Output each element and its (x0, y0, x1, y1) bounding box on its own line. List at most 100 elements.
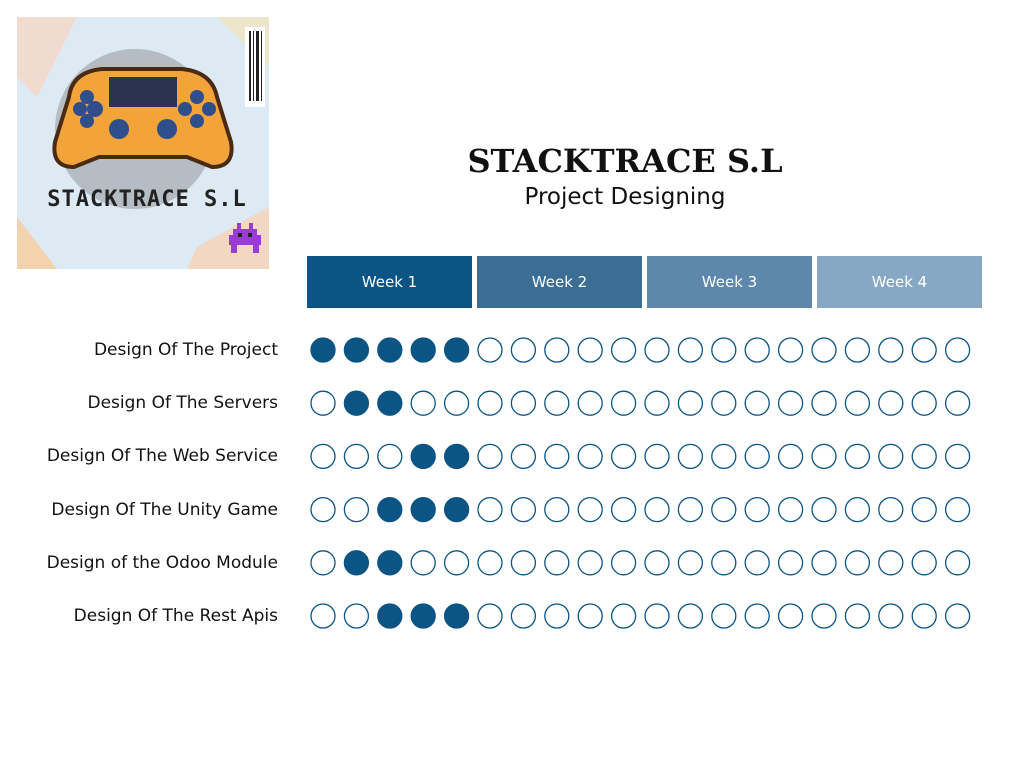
company-logo: STACKTRACE S.L (17, 17, 269, 269)
slot-empty (911, 603, 937, 629)
slot-empty (610, 550, 637, 576)
slot-empty (644, 550, 670, 576)
slot-empty (777, 443, 804, 470)
slot-empty (610, 337, 637, 363)
slot-empty (644, 496, 670, 523)
slot-empty (711, 390, 737, 416)
slot-empty (744, 390, 770, 416)
slot-empty (744, 603, 770, 629)
slot-filled (377, 390, 403, 416)
slot-empty (477, 337, 503, 363)
slot-empty (711, 603, 737, 629)
slot-empty (377, 443, 403, 470)
slot-empty (510, 443, 537, 470)
slot-empty (544, 603, 570, 629)
week-header-3: Week 3 (647, 256, 812, 308)
slot-empty (811, 390, 837, 416)
slot-empty (577, 496, 603, 523)
slot-empty (878, 443, 904, 470)
slot-empty (878, 550, 904, 576)
slot-filled (377, 496, 403, 523)
slot-empty (577, 390, 603, 416)
slot-filled (343, 550, 370, 576)
slot-filled (343, 337, 370, 363)
slot-empty (878, 496, 904, 523)
logo-artwork (17, 17, 269, 269)
slot-empty (544, 550, 570, 576)
slot-empty (610, 443, 637, 470)
slot-empty (844, 337, 871, 363)
slot-empty (343, 443, 370, 470)
slot-empty (477, 390, 503, 416)
slot-empty (510, 337, 537, 363)
slot-empty (644, 603, 670, 629)
slot-empty (811, 603, 837, 629)
slot-empty (477, 550, 503, 576)
slot-empty (711, 550, 737, 576)
slot-empty (911, 496, 937, 523)
slot-empty (310, 550, 336, 576)
slot-empty (811, 337, 837, 363)
slot-empty (510, 603, 537, 629)
slot-filled (410, 443, 436, 470)
task-label: Design Of The Project (93, 340, 278, 360)
slot-empty (944, 550, 971, 576)
slot-empty (944, 603, 971, 629)
slot-empty (410, 550, 436, 576)
slot-empty (744, 496, 770, 523)
slot-empty (744, 443, 770, 470)
task-label: Design Of The Unity Game (51, 499, 278, 520)
slot-filled (443, 337, 470, 363)
slot-empty (310, 443, 336, 470)
week-header-1: Week 1 (307, 256, 472, 308)
slot-empty (477, 496, 503, 523)
slot-filled (310, 337, 336, 363)
slot-empty (911, 550, 937, 576)
slot-empty (711, 443, 737, 470)
slot-empty (644, 443, 670, 470)
slot-empty (944, 496, 971, 523)
slot-empty (744, 550, 770, 576)
slot-empty (844, 603, 871, 629)
slot-empty (310, 603, 336, 629)
slot-filled (377, 550, 403, 576)
slot-empty (777, 337, 804, 363)
slot-empty (844, 550, 871, 576)
slot-empty (610, 496, 637, 523)
slot-empty (644, 390, 670, 416)
slot-empty (677, 603, 704, 629)
slot-empty (911, 390, 937, 416)
slot-empty (844, 443, 871, 470)
slot-empty (711, 337, 737, 363)
slot-filled (410, 337, 436, 363)
gamepad-icon (52, 67, 234, 170)
slot-empty (477, 603, 503, 629)
slot-empty (544, 443, 570, 470)
slot-empty (610, 603, 637, 629)
slot-empty (310, 390, 336, 416)
slot-empty (544, 337, 570, 363)
slot-empty (677, 550, 704, 576)
slot-empty (477, 443, 503, 470)
slot-empty (610, 390, 637, 416)
task-label: Design Of The Servers (87, 393, 279, 414)
slot-filled (443, 443, 470, 470)
slot-filled (443, 496, 470, 523)
slot-empty (777, 603, 804, 629)
slot-empty (744, 337, 770, 363)
slot-filled (410, 603, 436, 629)
slot-empty (711, 496, 737, 523)
slot-empty (577, 443, 603, 470)
slot-empty (944, 390, 971, 416)
slot-empty (878, 603, 904, 629)
slot-filled (377, 337, 403, 363)
week-header-2: Week 2 (477, 256, 642, 308)
slot-empty (944, 337, 971, 363)
page-subtitle: Project Designing (524, 184, 726, 210)
slot-empty (343, 496, 370, 523)
task-label: Design of the Odoo Module (46, 552, 278, 573)
task-label: Design Of The Rest Apis (73, 606, 278, 626)
slot-empty (544, 496, 570, 523)
slot-empty (577, 550, 603, 576)
slot-empty (911, 443, 937, 470)
